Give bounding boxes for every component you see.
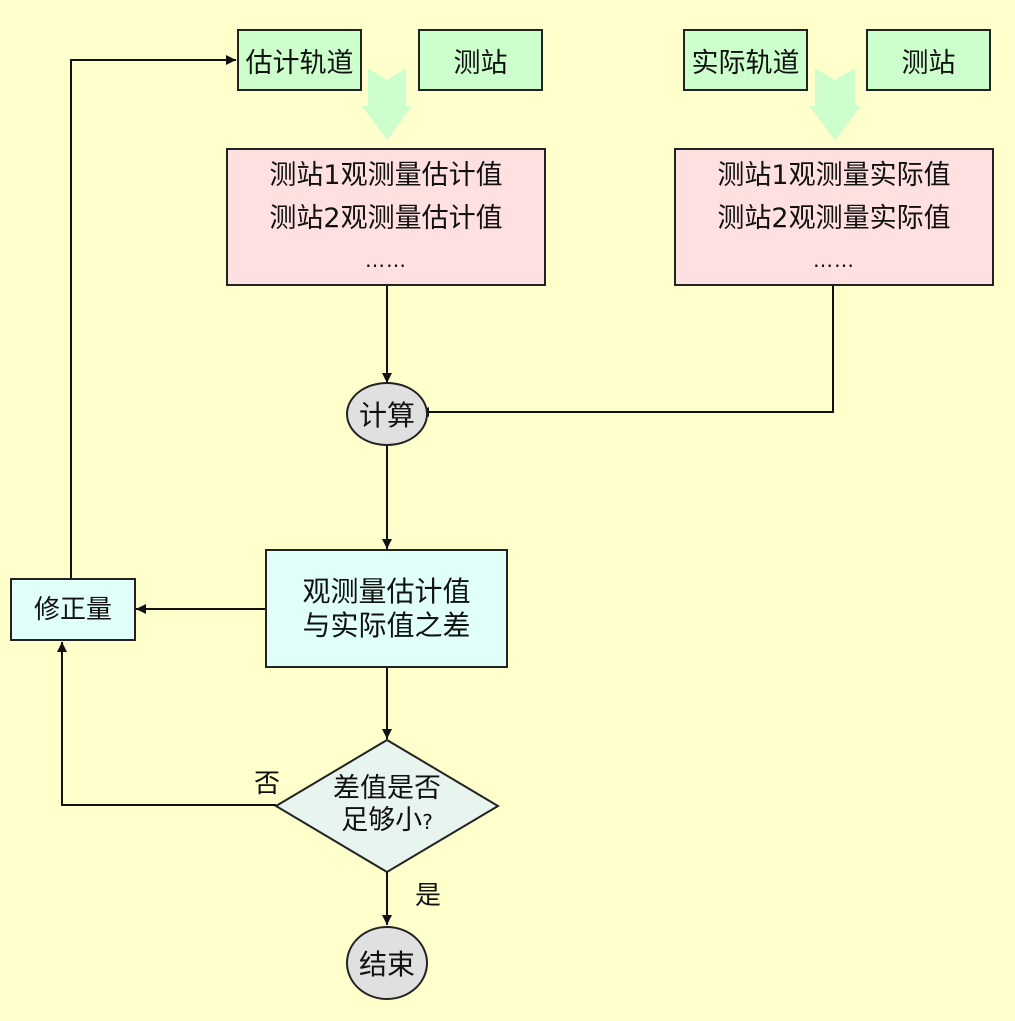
actual-orbit-box: 实际轨道 (683, 29, 808, 91)
right-station-label: 测站 (901, 47, 956, 79)
decision-line-2: 足够小? (276, 805, 498, 838)
actual-orbit-label: 实际轨道 (691, 47, 800, 79)
left-station-box: 测站 (418, 29, 543, 91)
end-label: 结束 (358, 948, 415, 981)
correction-box: 修正量 (10, 578, 136, 641)
edge-decision-no-to-correction (57, 642, 276, 806)
estimated-observations-box: 测站1观测量估计值 测站2观测量估计值 …… (226, 148, 546, 286)
merge-arrow-left (362, 68, 412, 140)
estimated-observation-ellipsis: …… (365, 248, 407, 272)
difference-line-1: 观测量估计值 (302, 574, 471, 608)
yes-label: 是 (415, 881, 442, 911)
end-node: 结束 (346, 926, 428, 1000)
no-label: 否 (254, 769, 281, 799)
merge-arrow-right (809, 68, 861, 140)
estimated-observation-line-2: 测站2观测量估计值 (269, 203, 503, 234)
actual-observation-line-1: 测站1观测量实际值 (717, 160, 951, 191)
edge-actual-to-compute (419, 286, 834, 417)
compute-label: 计算 (358, 399, 415, 432)
actual-observation-line-2: 测站2观测量实际值 (717, 203, 951, 234)
estimated-orbit-label: 估计轨道 (245, 47, 354, 79)
estimated-orbit-box: 估计轨道 (237, 29, 362, 91)
estimated-observation-line-1: 测站1观测量估计值 (269, 160, 503, 191)
correction-label: 修正量 (33, 594, 112, 625)
decision-line-2-text: 足够小 (341, 805, 423, 836)
right-station-box: 测站 (866, 29, 991, 91)
decision-question-mark: ? (422, 810, 433, 834)
decision-line-1: 差值是否 (333, 773, 441, 804)
edge-correction-to-estimate (70, 55, 236, 578)
difference-line-2: 与实际值之差 (302, 608, 471, 642)
actual-observation-ellipsis: …… (813, 248, 855, 272)
difference-box: 观测量估计值 与实际值之差 (265, 549, 508, 668)
decision-label: 差值是否 足够小? (276, 773, 498, 838)
compute-node: 计算 (346, 382, 428, 446)
left-station-label: 测站 (453, 47, 508, 79)
actual-observations-box: 测站1观测量实际值 测站2观测量实际值 …… (674, 148, 994, 286)
